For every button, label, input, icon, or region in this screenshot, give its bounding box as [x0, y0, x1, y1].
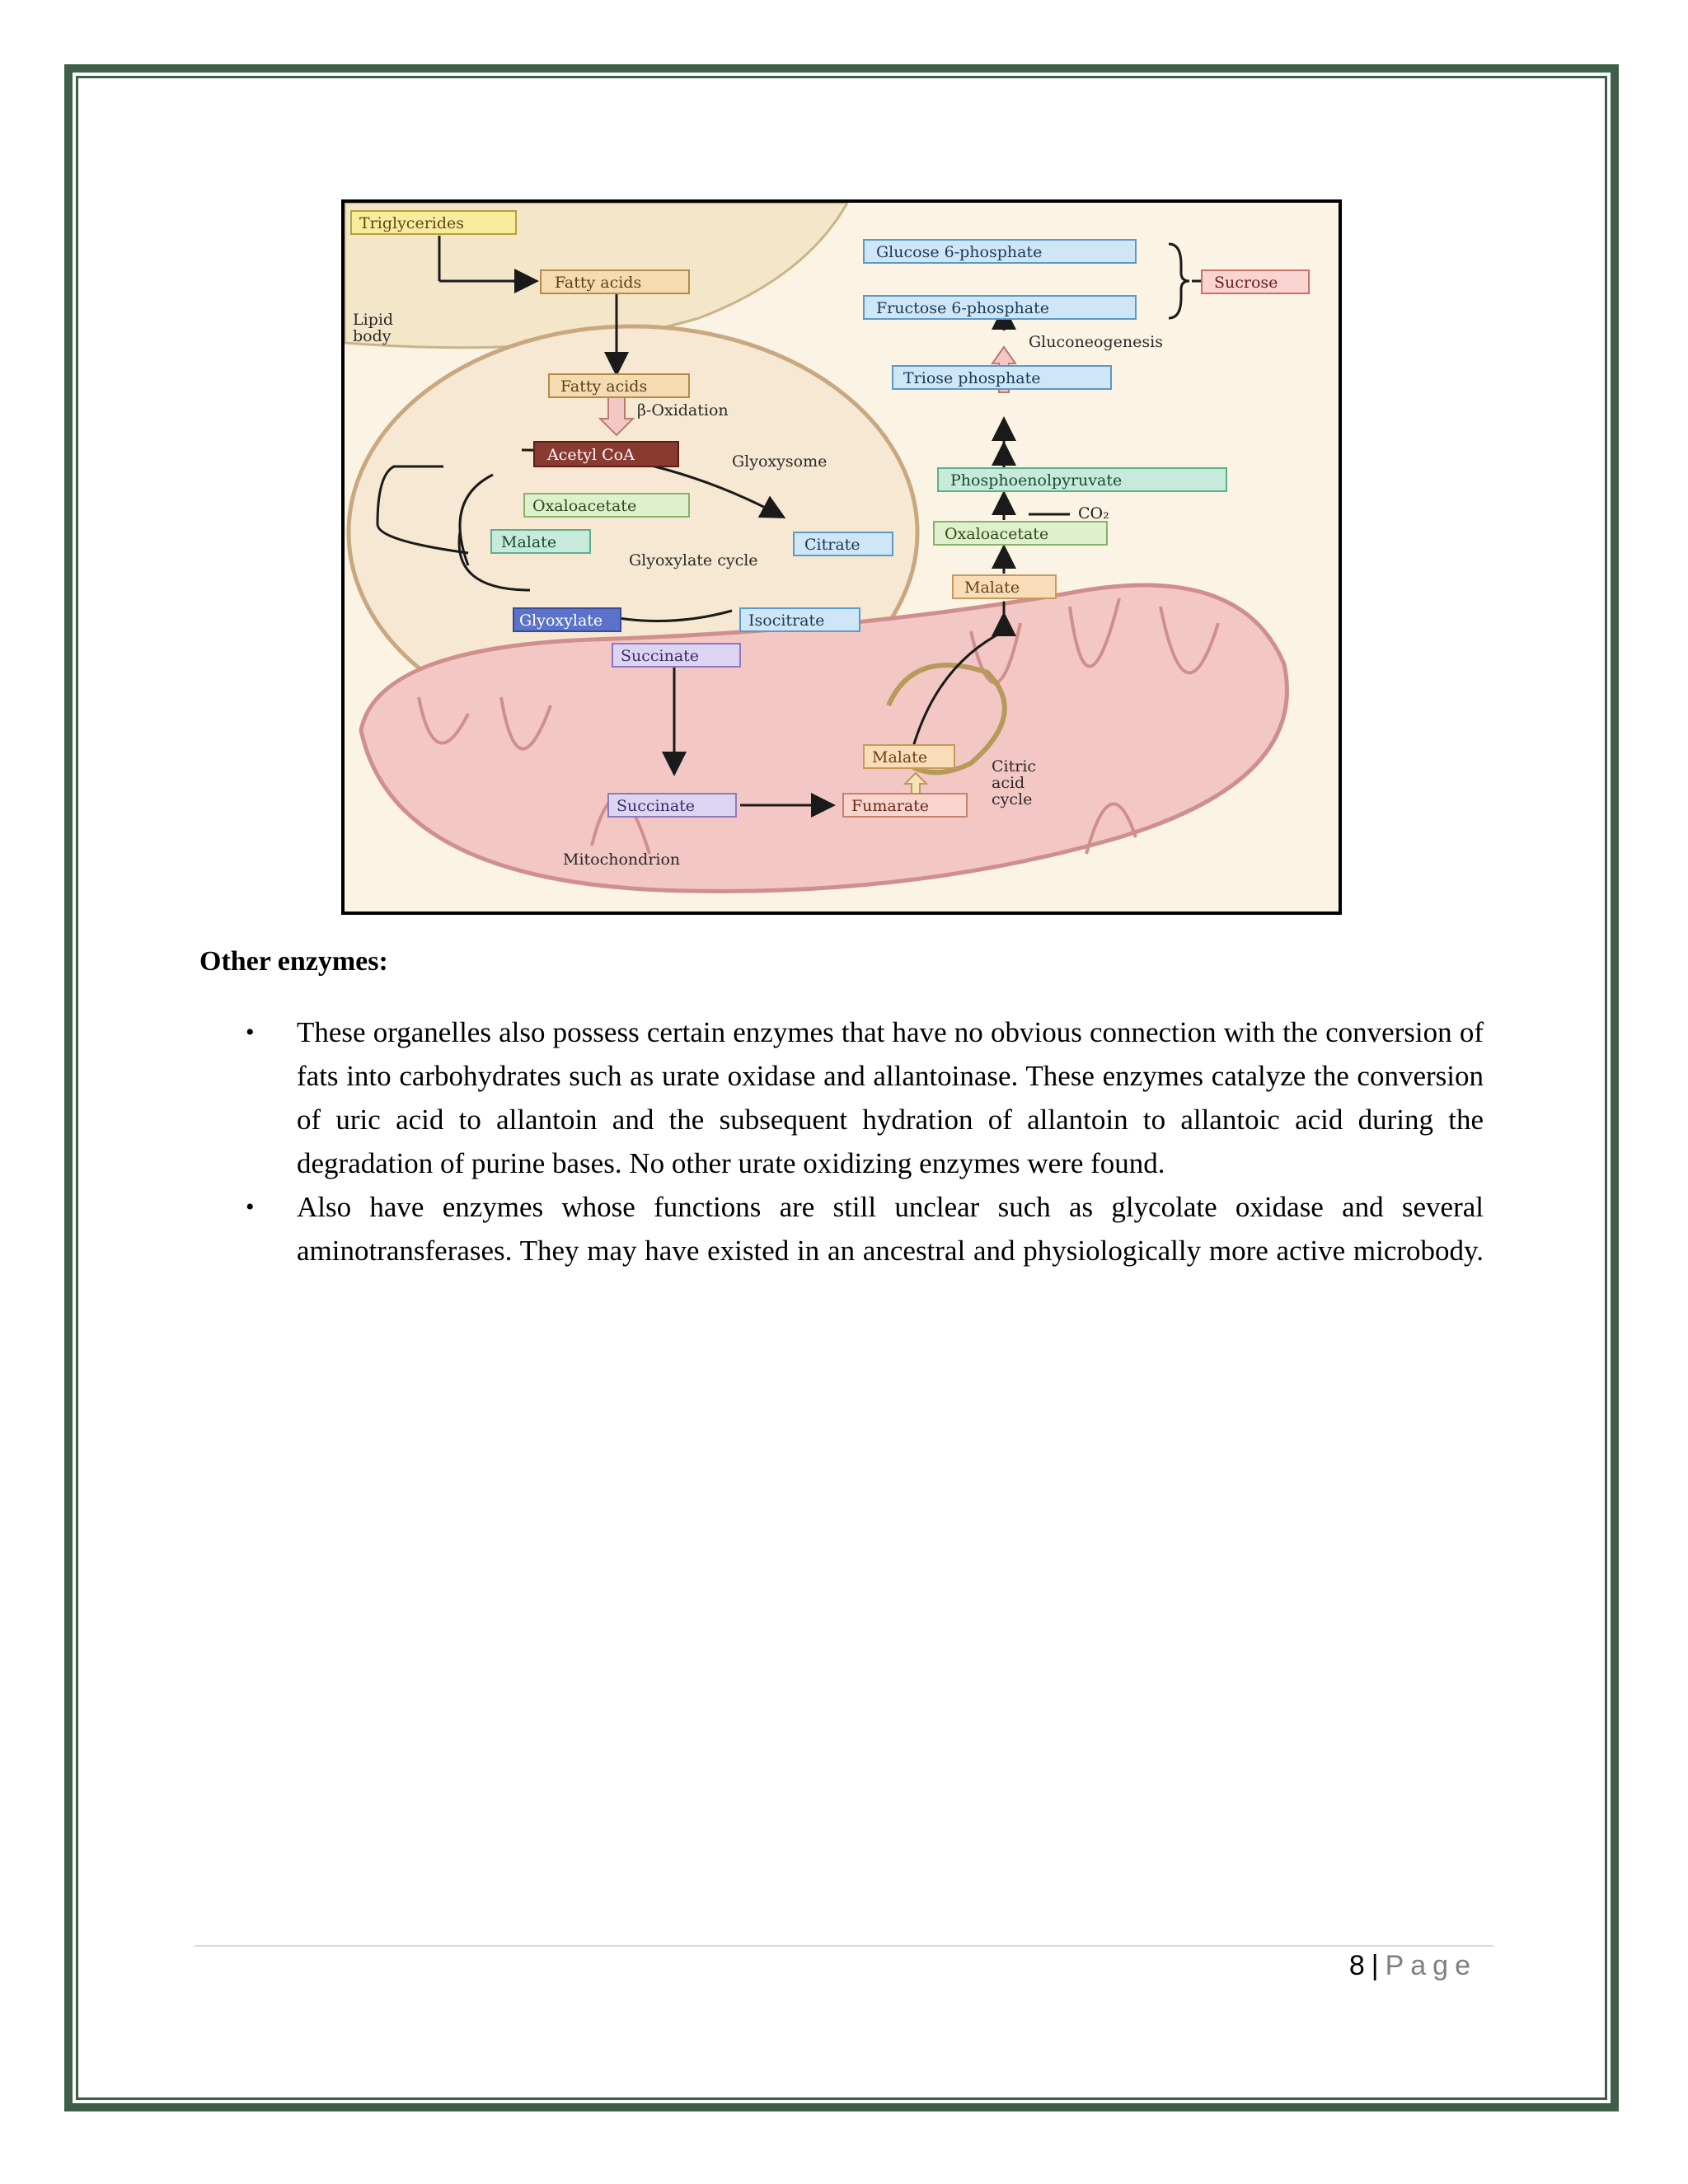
citric-cycle-arrow — [886, 663, 1007, 776]
svg-text:Triglycerides: Triglycerides — [359, 214, 464, 232]
sucrose-box: Sucrose — [1201, 269, 1310, 294]
svg-text:Fatty acids: Fatty acids — [555, 274, 641, 292]
list-item-text: These organelles also possess certain en… — [297, 1016, 1484, 1179]
svg-text:Fumarate: Fumarate — [851, 797, 929, 815]
page-border-outer — [64, 64, 1619, 2111]
list-item: • Also have enzymes whose functions are s… — [198, 1185, 1484, 1272]
svg-text:Succinate: Succinate — [617, 797, 695, 815]
isocitrate-box: Isocitrate — [739, 607, 860, 632]
svg-text:Oxaloacetate: Oxaloacetate — [945, 525, 1048, 543]
list-item-text: Also have enzymes whose functions are st… — [297, 1191, 1484, 1267]
glyoxylate-box: Glyoxylate — [513, 607, 621, 632]
beta-oxidation-label: β-Oxidation — [637, 401, 729, 419]
bullet-icon: • — [246, 1193, 255, 1221]
svg-text:Succinate: Succinate — [621, 647, 699, 665]
svg-text:Glucose 6-phosphate: Glucose 6-phosphate — [876, 243, 1042, 261]
bullet-icon: • — [246, 1019, 255, 1046]
malate-box-3: Malate — [952, 574, 1057, 599]
page-footer: 8|Page — [1349, 1950, 1477, 1982]
svg-text:Fructose 6-phosphate: Fructose 6-phosphate — [876, 299, 1049, 317]
fatty-acids-box-1: Fatty acids — [540, 269, 690, 294]
page-number: 8 — [1348, 1950, 1365, 1981]
malate-box-2: Malate — [863, 744, 955, 769]
svg-text:Acetyl CoA: Acetyl CoA — [546, 446, 635, 464]
svg-text:Phosphoenolpyruvate: Phosphoenolpyruvate — [950, 471, 1122, 490]
oxaloacetate-box-1: Oxaloacetate — [523, 493, 690, 518]
footer-divider — [195, 1945, 1493, 1947]
mitochondrion-shape — [359, 583, 1289, 893]
succinate-box-2: Succinate — [607, 793, 737, 818]
glyoxysome-label: Glyoxysome — [732, 452, 827, 471]
svg-text:Malate: Malate — [964, 579, 1020, 597]
page-border-inner — [76, 76, 1607, 2100]
fatty-acids-box-2: Fatty acids — [548, 373, 690, 398]
svg-text:Fatty acids: Fatty acids — [560, 377, 647, 396]
svg-text:Isocitrate: Isocitrate — [748, 612, 824, 630]
co2-label: CO₂ — [1078, 504, 1109, 523]
triglycerides-box: Triglycerides — [350, 210, 517, 235]
svg-text:Triose phosphate: Triose phosphate — [903, 369, 1041, 387]
list-item: • These organelles also possess certain e… — [198, 1010, 1484, 1185]
citrate-box: Citrate — [793, 532, 893, 556]
malate-box-1: Malate — [490, 529, 591, 554]
sucrose-brace — [1168, 242, 1190, 320]
svg-text:Glyoxylate: Glyoxylate — [519, 612, 603, 630]
svg-text:Malate: Malate — [872, 748, 927, 766]
footer-separator: | — [1371, 1950, 1379, 1981]
fructose-6-phosphate-box: Fructose 6-phosphate — [863, 295, 1137, 320]
gluconeogenesis-label: Gluconeogenesis — [1029, 333, 1163, 351]
page-word: Page — [1385, 1950, 1477, 1981]
fumarate-box: Fumarate — [842, 793, 968, 818]
glucose-6-phosphate-box: Glucose 6-phosphate — [863, 239, 1137, 264]
cycle-line — [376, 465, 469, 555]
section-heading: Other enzymes: — [199, 946, 388, 977]
mitochondrion-label: Mitochondrion — [563, 851, 680, 869]
beta-oxidation-arrow — [598, 396, 635, 437]
glyoxylate-cycle-label: Glyoxylate cycle — [629, 551, 758, 569]
svg-text:Malate: Malate — [501, 533, 556, 551]
phosphoenolpyruvate-box: Phosphoenolpyruvate — [937, 467, 1227, 492]
svg-text:Citrate: Citrate — [804, 536, 860, 554]
oxaloacetate-box-2: Oxaloacetate — [933, 521, 1108, 546]
bullet-list: • These organelles also possess certain e… — [198, 1010, 1484, 1272]
arrow — [912, 601, 1006, 748]
succinate-box-1: Succinate — [612, 643, 741, 668]
svg-text:Oxaloacetate: Oxaloacetate — [532, 497, 636, 515]
acetyl-coa-box: Acetyl CoA — [533, 441, 679, 467]
svg-text:Sucrose: Sucrose — [1214, 274, 1278, 292]
triose-phosphate-box: Triose phosphate — [892, 365, 1112, 390]
cycle-line — [457, 532, 531, 592]
